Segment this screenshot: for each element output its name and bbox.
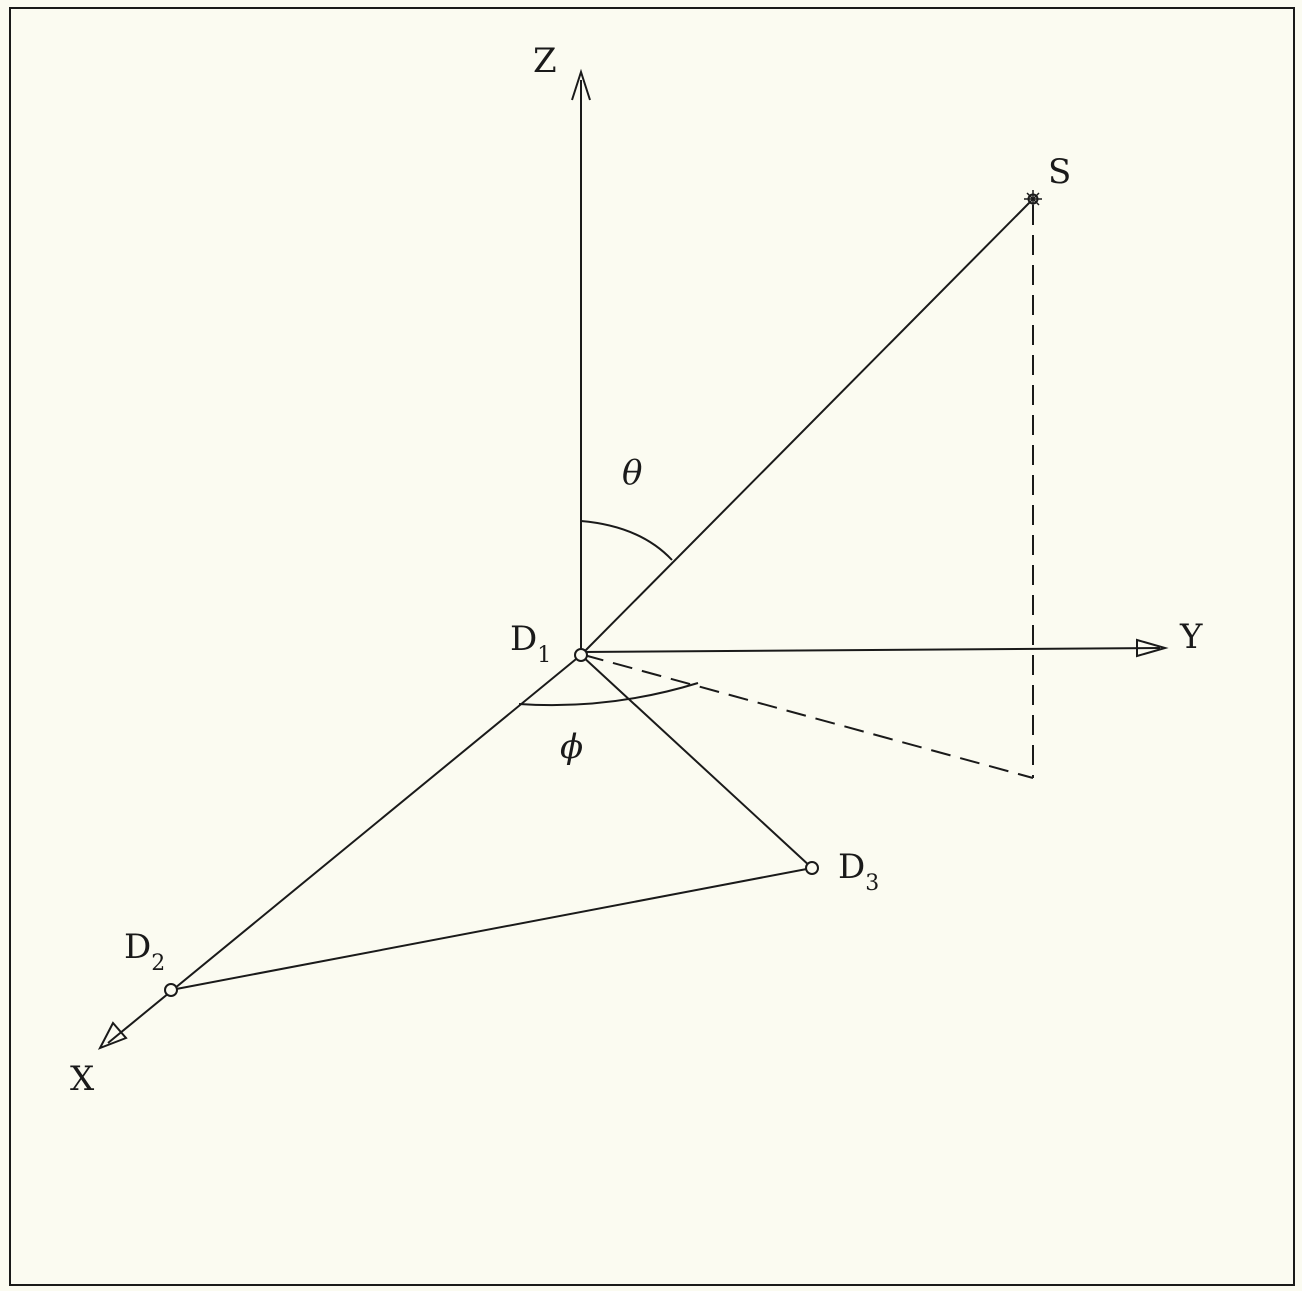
x-axis-label: X xyxy=(70,1059,95,1099)
detector-d3-marker xyxy=(805,861,819,875)
z-axis-arrowhead xyxy=(571,68,591,101)
x-axis-arrowhead xyxy=(97,1021,128,1050)
detector-d1-marker xyxy=(574,648,588,662)
detector-d3-label: D3 xyxy=(838,847,879,896)
z-axis-label: Z xyxy=(533,41,557,81)
detector-d3-sub: 3 xyxy=(865,871,879,896)
detector-d2-base: D xyxy=(124,927,151,967)
detector-d2-marker xyxy=(164,983,178,997)
detector-d1-base: D xyxy=(510,619,537,659)
line-d1-to-d3 xyxy=(580,654,813,869)
theta-arc xyxy=(580,520,673,561)
y-axis-arrowhead xyxy=(1136,638,1169,658)
detector-d1-label: D1 xyxy=(510,619,551,668)
y-axis-label: Y xyxy=(1179,617,1203,657)
detector-d2-label: D2 xyxy=(124,927,165,976)
x-axis xyxy=(107,654,582,1044)
source-ground-projection xyxy=(583,654,1034,779)
figure-frame xyxy=(9,7,1295,1286)
theta-label: θ xyxy=(622,453,642,493)
detector-d1-sub: 1 xyxy=(537,643,551,668)
source-label: S xyxy=(1048,152,1071,192)
line-d3-to-d2 xyxy=(170,867,813,991)
source-star-icon xyxy=(1024,190,1042,208)
line-d1-to-source xyxy=(580,198,1034,656)
phi-label: ϕ xyxy=(560,727,583,767)
phi-arc xyxy=(518,682,699,707)
y-axis xyxy=(580,647,1161,653)
detector-d2-sub: 2 xyxy=(151,951,165,976)
detector-d3-base: D xyxy=(838,847,865,887)
